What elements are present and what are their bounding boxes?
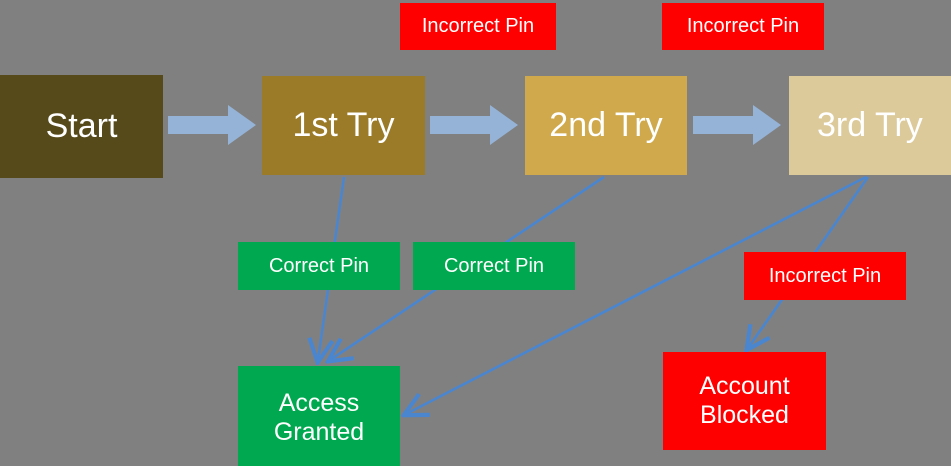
edge-label-correct-pin-1[interactable]: Correct Pin: [238, 242, 400, 290]
node-access-granted-label: Access Granted: [273, 388, 365, 447]
block-arrow-try1-to-try2: [430, 105, 518, 145]
node-3rd-try[interactable]: 3rd Try: [789, 76, 951, 175]
block-arrow-start-to-try1: [168, 105, 256, 145]
node-1st-try[interactable]: 1st Try: [262, 76, 425, 175]
edge-label-correct-pin-2-text: Correct Pin: [443, 254, 545, 277]
node-3rd-try-label: 3rd Try: [817, 106, 923, 145]
node-1st-try-label: 1st Try: [292, 106, 395, 145]
edge-label-incorrect-pin-3-text: Incorrect Pin: [768, 264, 882, 287]
node-2nd-try[interactable]: 2nd Try: [525, 76, 687, 175]
edge-label-incorrect-pin-1[interactable]: Incorrect Pin: [400, 3, 556, 50]
node-access-granted[interactable]: Access Granted: [238, 366, 400, 466]
edge-label-incorrect-pin-2[interactable]: Incorrect Pin: [662, 3, 824, 50]
edge-label-correct-pin-2[interactable]: Correct Pin: [413, 242, 575, 290]
block-arrow-try2-to-try3: [693, 105, 781, 145]
node-start-label: Start: [45, 107, 118, 146]
connector-try3-to-access-granted: [406, 175, 867, 414]
edge-label-correct-pin-1-text: Correct Pin: [268, 254, 370, 277]
node-2nd-try-label: 2nd Try: [549, 106, 663, 145]
edge-label-incorrect-pin-2-text: Incorrect Pin: [686, 15, 800, 37]
node-account-blocked-label: Account Blocked: [699, 371, 790, 430]
node-account-blocked[interactable]: Account Blocked: [663, 352, 826, 450]
edge-label-incorrect-pin-1-text: Incorrect Pin: [421, 15, 535, 37]
edge-label-incorrect-pin-3[interactable]: Incorrect Pin: [744, 252, 906, 300]
node-start[interactable]: Start: [0, 75, 163, 178]
